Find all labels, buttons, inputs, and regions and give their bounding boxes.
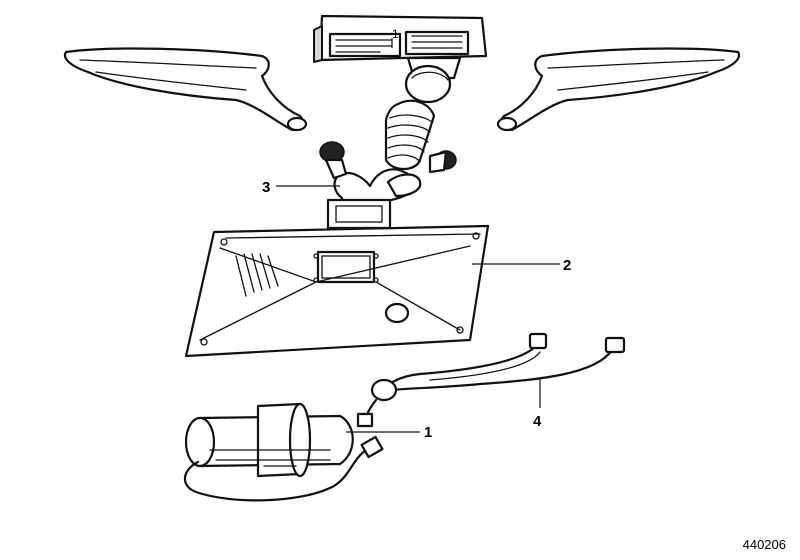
wiring-harness [356, 332, 626, 428]
left-handle [63, 47, 308, 132]
document-id: 440206 [742, 537, 786, 552]
callout-3: 3 [262, 179, 270, 196]
callout-1-top: 1 [392, 27, 399, 41]
top-lamp-housing [313, 14, 488, 104]
right-handle [496, 47, 741, 132]
callout-2: 2 [563, 257, 571, 274]
callout-1: 1 [424, 424, 432, 441]
lamp-socket [319, 141, 457, 230]
mounting-plate [184, 224, 490, 358]
callout-4: 4 [533, 413, 542, 430]
bellows-tube [384, 99, 436, 171]
cylinder-lamp [183, 402, 384, 502]
